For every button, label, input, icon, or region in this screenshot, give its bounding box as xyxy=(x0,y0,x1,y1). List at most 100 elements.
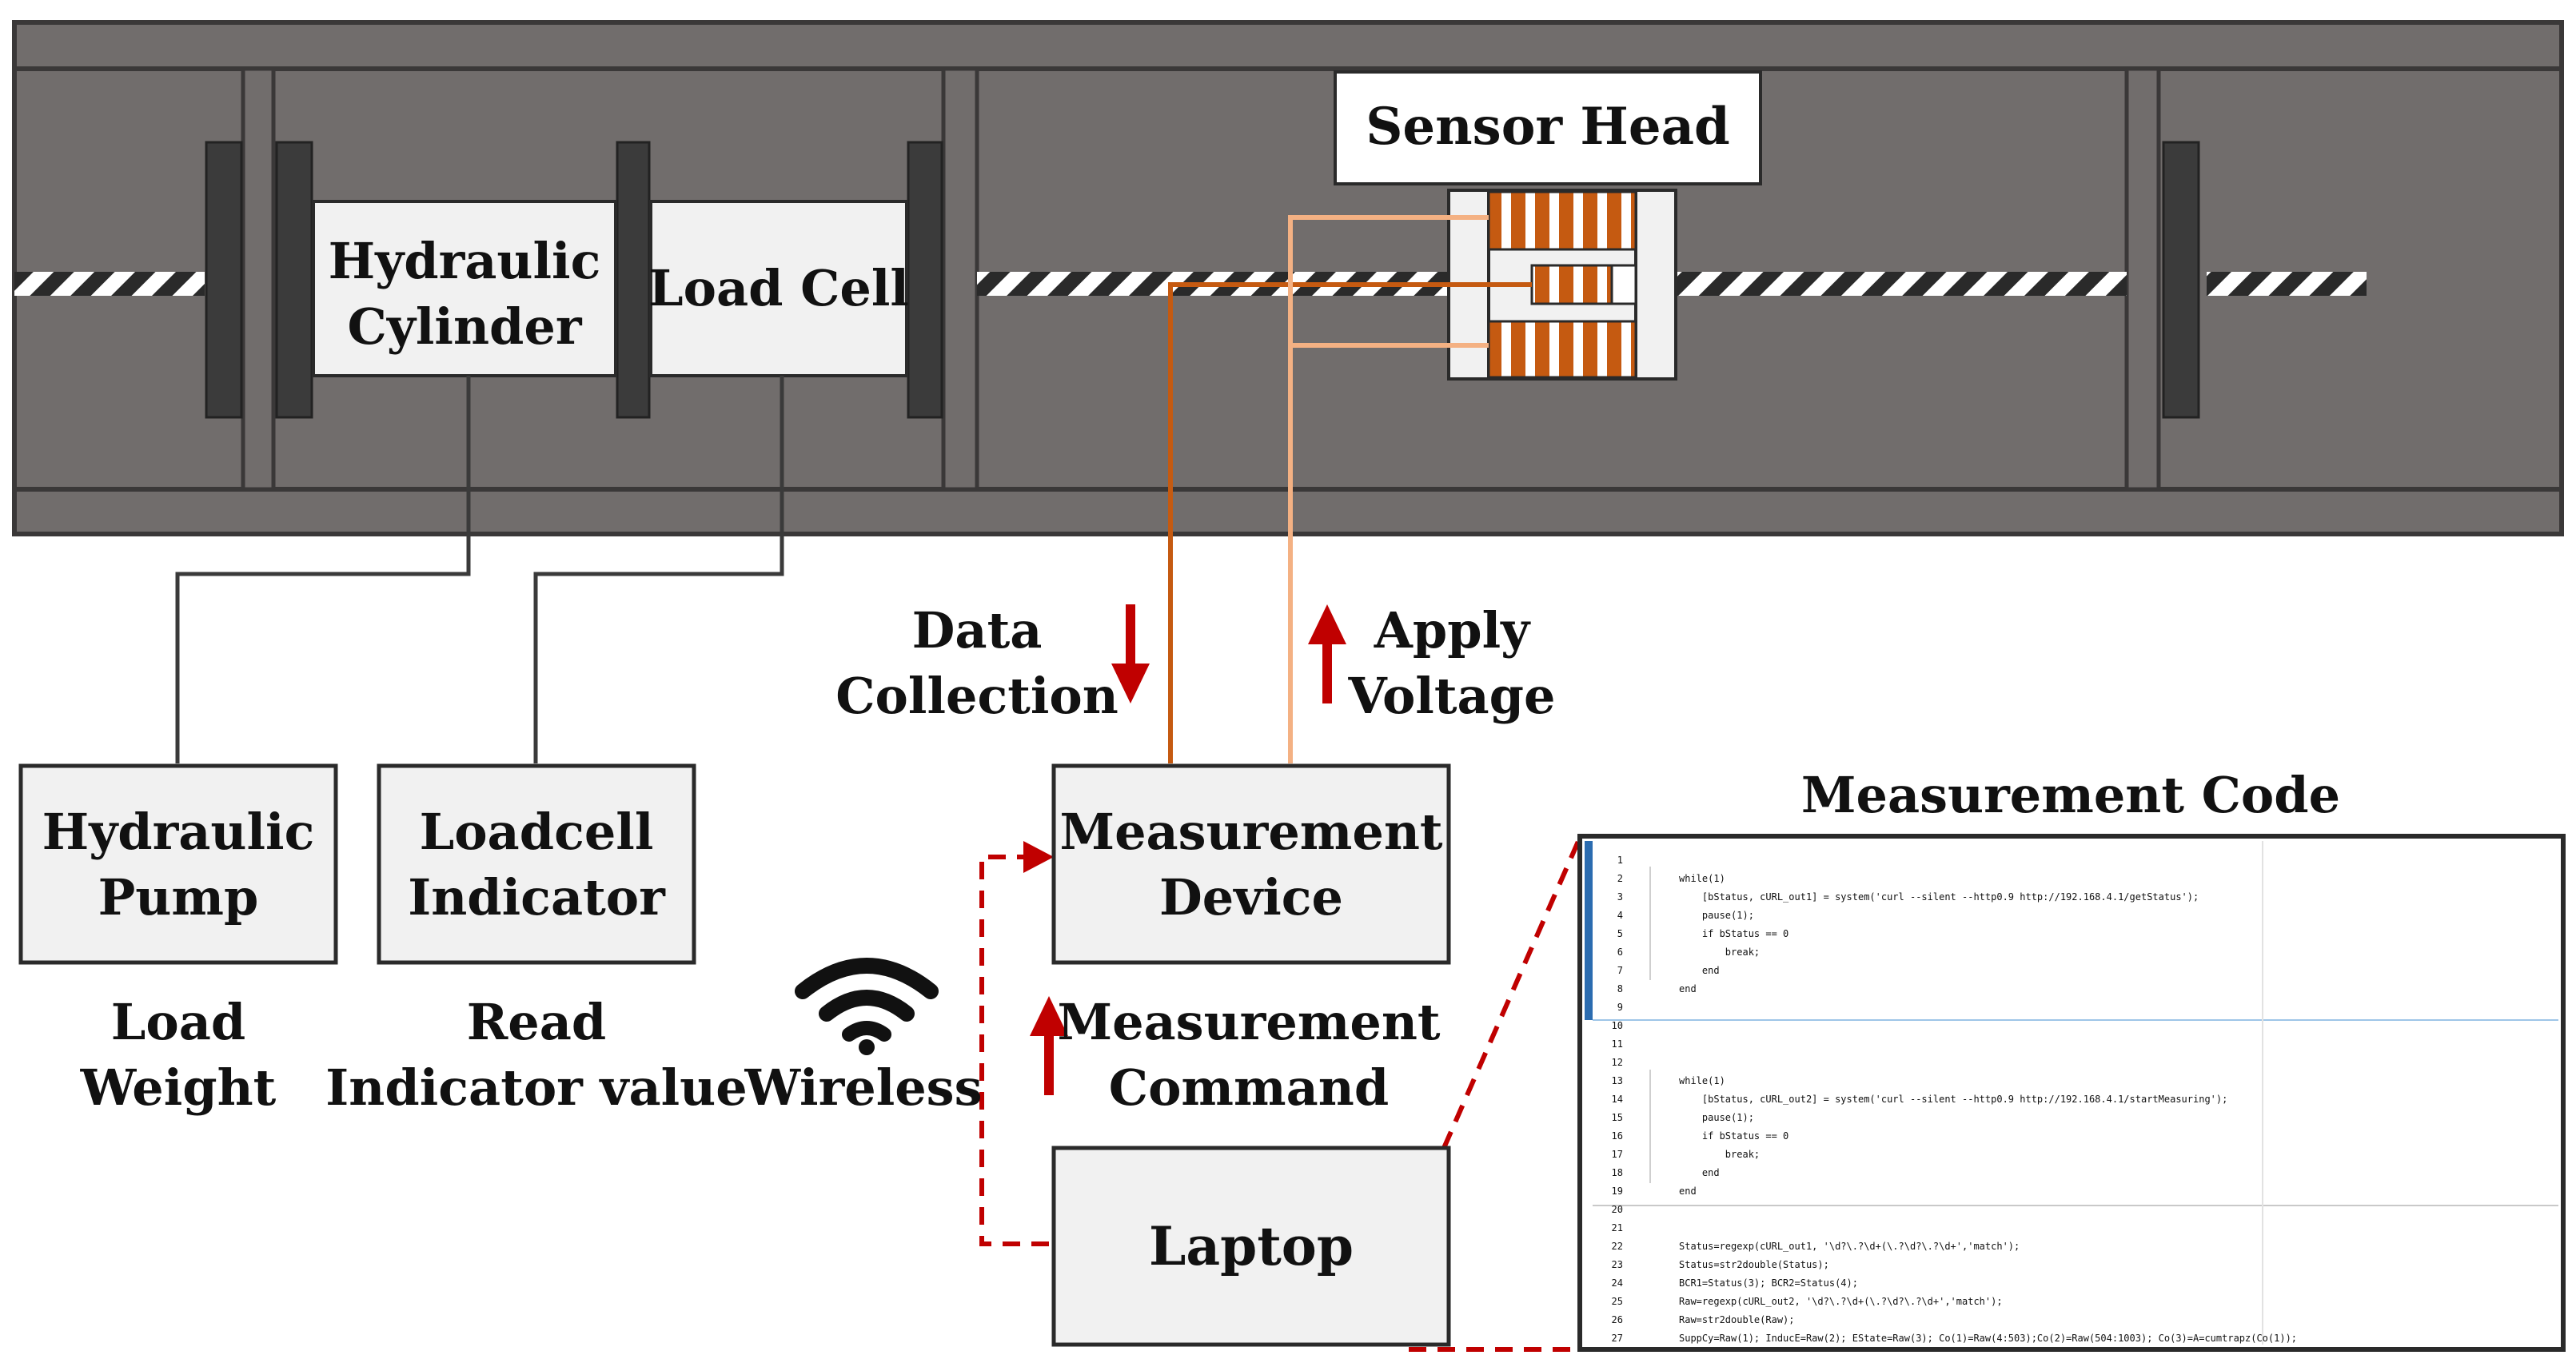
apply-voltage-arrow xyxy=(1308,604,1346,703)
code-line-number: 24 xyxy=(1612,1277,1623,1289)
code-line-number: 7 xyxy=(1617,965,1623,976)
code-line: Status=regexp(cURL_out1, '\d?\.?\d+(\.?\… xyxy=(1679,1241,2020,1252)
code-gutter-marker xyxy=(1585,841,1593,1020)
code-line-number: 22 xyxy=(1612,1241,1623,1252)
data-collection-arrow xyxy=(1111,604,1150,703)
code-line-number: 6 xyxy=(1617,947,1623,958)
code-line-number: 13 xyxy=(1612,1075,1623,1086)
load-weight-label-1: Load xyxy=(111,993,245,1051)
wireless-arrow-head xyxy=(1023,841,1054,873)
plate-4 xyxy=(907,141,943,419)
code-line-number: 21 xyxy=(1612,1222,1623,1233)
hydraulic-cylinder-box xyxy=(312,200,617,377)
code-line-number: 18 xyxy=(1612,1167,1623,1178)
measurement-device-label-1: Measurement xyxy=(1059,803,1442,861)
loadcell-indicator-label-1: Loadcell xyxy=(420,803,654,861)
code-line-number: 10 xyxy=(1612,1020,1623,1031)
code-line-number: 27 xyxy=(1612,1333,1623,1344)
wire-cylinder-pump xyxy=(175,376,471,763)
hydraulic-cylinder-label-1: Hydraulic xyxy=(329,232,601,290)
measurement-command-arrow xyxy=(1030,996,1068,1095)
frame-post-1 xyxy=(241,66,276,492)
code-line-number: 2 xyxy=(1617,873,1623,884)
measurement-command-label-1: Measurement xyxy=(1057,993,1440,1051)
code-line-number: 25 xyxy=(1612,1296,1623,1307)
code-line-number: 11 xyxy=(1612,1038,1623,1050)
frame-post-2 xyxy=(941,66,979,492)
loadcell-indicator-box xyxy=(377,763,696,965)
threaded-rod-far-right xyxy=(2207,272,2367,296)
sensor-coil-upper xyxy=(1487,190,1637,251)
code-line-number: 14 xyxy=(1612,1094,1623,1105)
hydraulic-pump-label-2: Pump xyxy=(98,868,259,927)
sensor-head-label: Sensor Head xyxy=(1366,97,1730,157)
wireless-link xyxy=(979,855,1049,1246)
code-line-number: 23 xyxy=(1612,1259,1623,1270)
code-line-number: 26 xyxy=(1612,1314,1623,1325)
zoom-line-top xyxy=(1442,836,1582,1150)
threaded-rod-left xyxy=(14,272,205,296)
wire-loadcell-indicator xyxy=(533,376,784,763)
code-line: if bStatus == 0 xyxy=(1679,1130,1788,1142)
code-line: pause(1); xyxy=(1679,910,1754,921)
frame-top-beam xyxy=(12,20,2564,71)
plate-3 xyxy=(616,141,651,419)
code-line-number: 12 xyxy=(1612,1057,1623,1068)
plate-5 xyxy=(2162,141,2200,419)
laptop-label: Laptop xyxy=(1149,1215,1354,1277)
code-line: BCR1=Status(3); BCR2=Status(4); xyxy=(1679,1277,1858,1289)
data-collection-label-1: Data xyxy=(912,601,1043,660)
sensor-core-right xyxy=(1610,264,1637,305)
code-line: break; xyxy=(1679,1149,1760,1160)
code-line-number: 1 xyxy=(1617,855,1623,866)
code-window xyxy=(1577,834,2566,1352)
code-line: pause(1); xyxy=(1679,1112,1754,1123)
sensor-coil-lower xyxy=(1487,320,1637,379)
code-line: SuppCy=Raw(1); InducE=Raw(2); EState=Raw… xyxy=(1679,1333,2297,1344)
plate-2 xyxy=(275,141,313,419)
code-line-number: 16 xyxy=(1612,1130,1623,1142)
laptop-box xyxy=(1051,1146,1451,1347)
code-line: while(1) xyxy=(1679,1075,1725,1086)
code-line-number: 15 xyxy=(1612,1112,1623,1123)
code-line: Raw=regexp(cURL_out2, '\d?\.?\d+(\.?\d?\… xyxy=(1679,1296,2003,1307)
code-line: break; xyxy=(1679,947,1760,958)
hydraulic-pump-box xyxy=(18,763,338,965)
load-cell-label: Load Cell xyxy=(648,259,909,317)
data-collection-label-2: Collection xyxy=(835,667,1119,725)
apply-voltage-label-2: Voltage xyxy=(1348,667,1556,725)
apply-voltage-label-1: Apply xyxy=(1374,601,1531,660)
code-line: end xyxy=(1679,1186,1697,1197)
wiring xyxy=(175,215,1582,1352)
code-line: Status=str2double(Status); xyxy=(1679,1259,1829,1270)
devices: Hydraulic Pump Loadcell Indicator Measur… xyxy=(18,763,1451,1347)
code-line-number: 17 xyxy=(1612,1149,1623,1160)
loadcell-indicator-label-2: Indicator xyxy=(408,868,666,927)
wifi-icon xyxy=(795,958,939,1055)
sensor-coil-center xyxy=(1530,264,1613,305)
sensor-right-block xyxy=(1634,189,1677,381)
measurement-device-label-2: Device xyxy=(1159,868,1343,927)
threaded-rod-right xyxy=(1676,272,2127,296)
hydraulic-cylinder-label-2: Cylinder xyxy=(347,297,582,356)
code-line-number: 9 xyxy=(1617,1002,1623,1013)
code-line-number: 8 xyxy=(1617,983,1623,994)
code-line: end xyxy=(1679,1167,1720,1178)
code-panel-title: Measurement Code xyxy=(1801,766,2340,824)
code-line: if bStatus == 0 xyxy=(1679,928,1788,939)
code-line-number: 3 xyxy=(1617,891,1623,903)
load-weight-label-2: Weight xyxy=(80,1058,277,1117)
frame-post-3 xyxy=(2124,66,2161,492)
code-line-number: 4 xyxy=(1617,910,1623,921)
code-line: end xyxy=(1679,983,1697,994)
sensor-head-box xyxy=(1334,70,1762,185)
wire-apply-voltage xyxy=(1288,215,1489,763)
load-cell-box xyxy=(649,200,908,377)
read-indicator-label-1: Read xyxy=(467,993,607,1051)
code-line: while(1) xyxy=(1679,873,1725,884)
plate-1 xyxy=(205,141,243,419)
annotations: Load Weight Read Indicator value Wireles… xyxy=(80,601,1556,1117)
